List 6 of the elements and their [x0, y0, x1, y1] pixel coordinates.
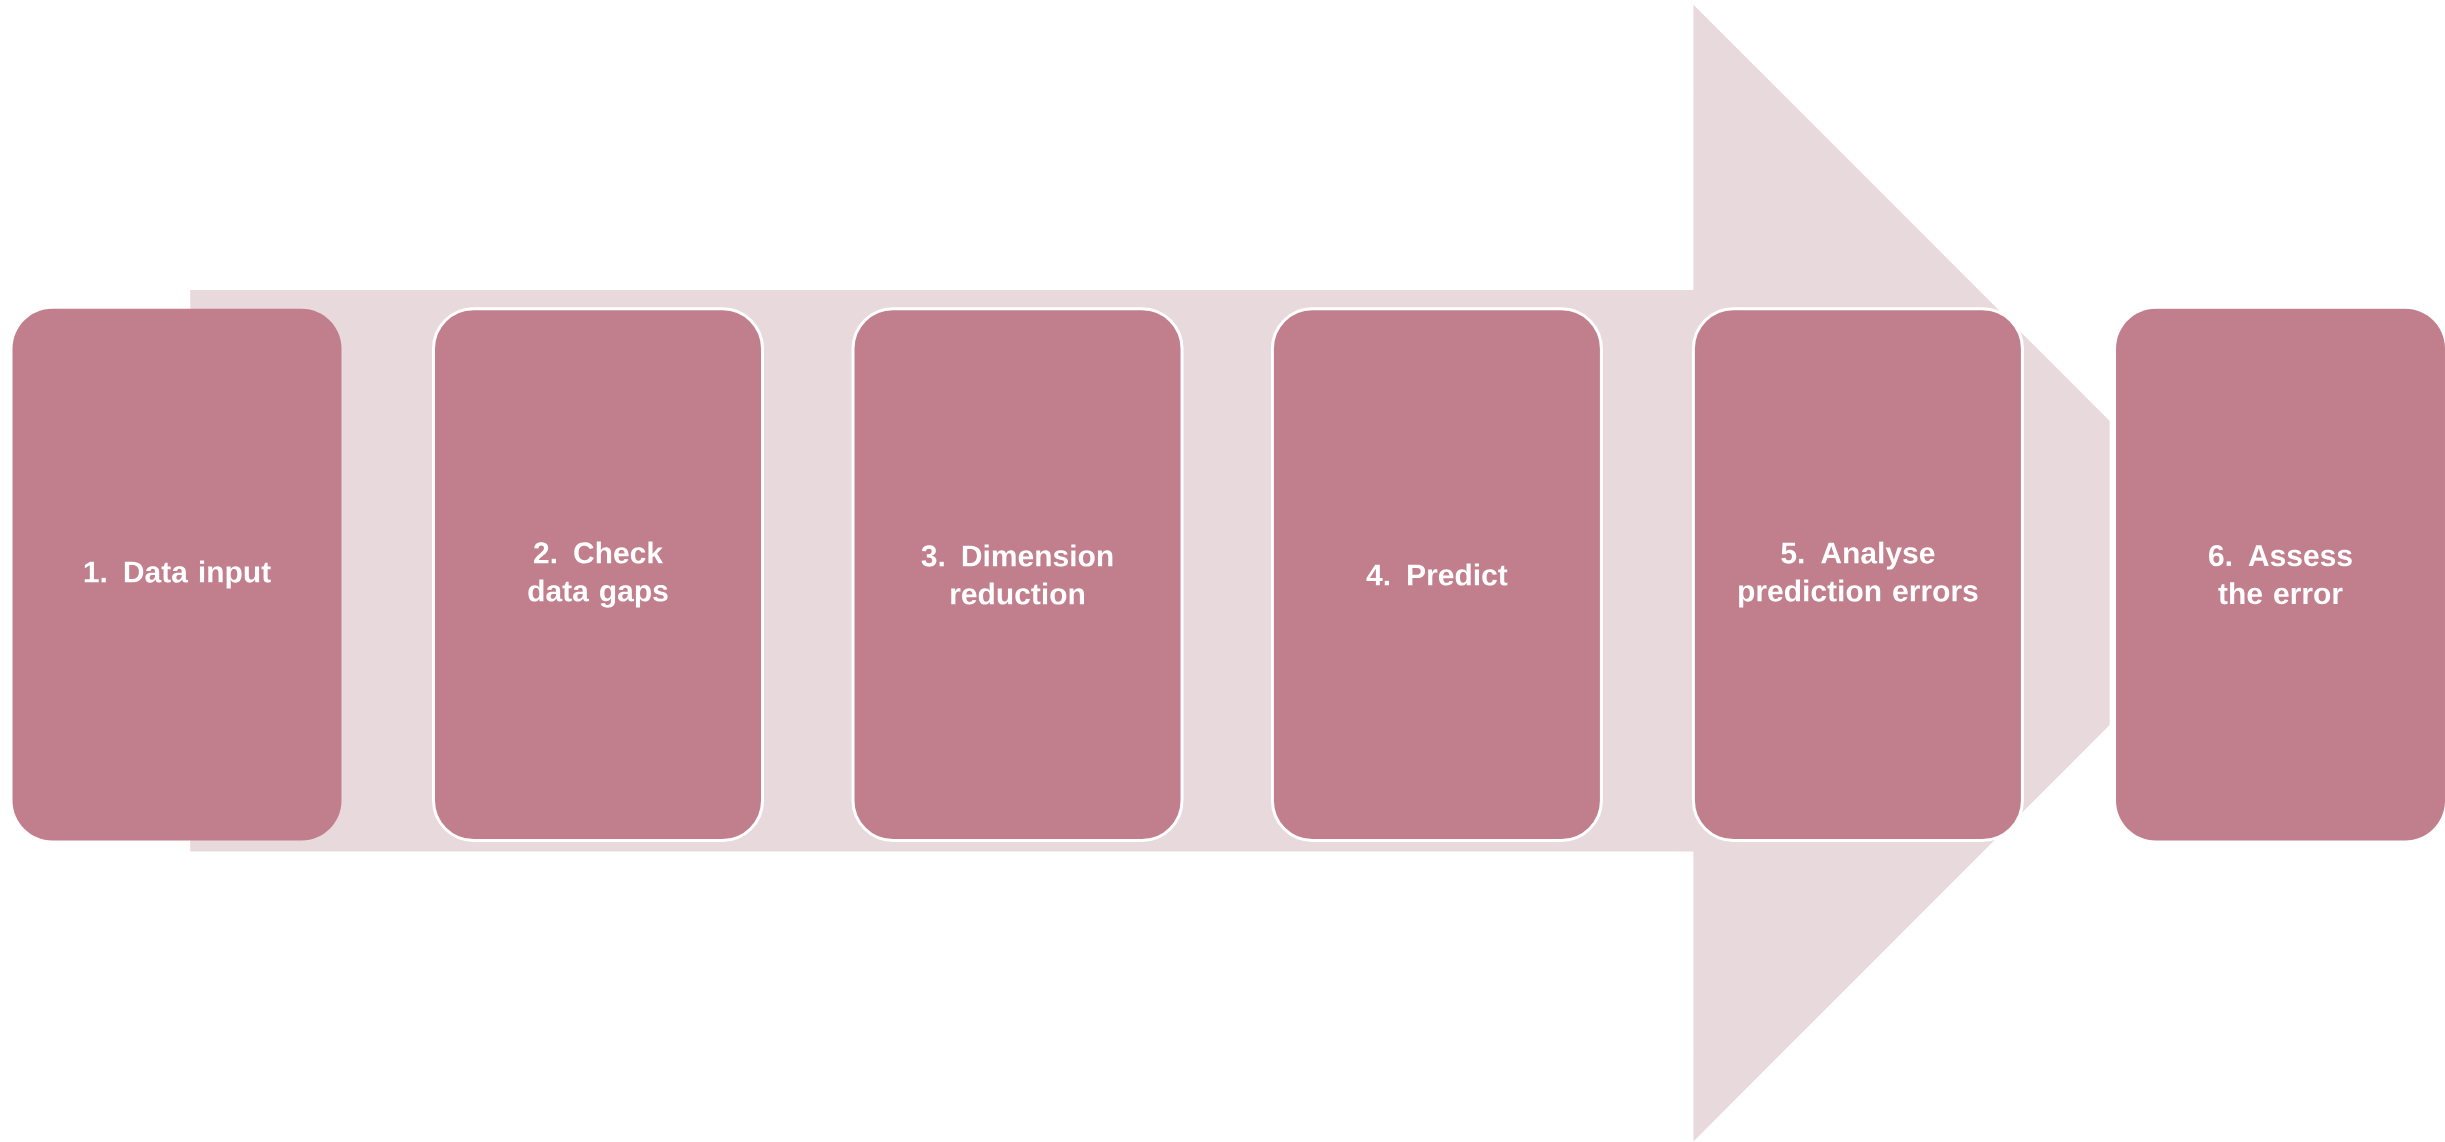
step-box: 5. Analyse prediction errors	[1691, 307, 2024, 842]
step-box: 1. Data input	[12, 308, 342, 841]
step-box: 4. Predict	[1270, 307, 1603, 842]
step-box: 3. Dimension reduction	[851, 307, 1184, 842]
step-box: 6. Assess the error	[2116, 308, 2445, 841]
step-box: 2. Check data gaps	[432, 307, 764, 842]
